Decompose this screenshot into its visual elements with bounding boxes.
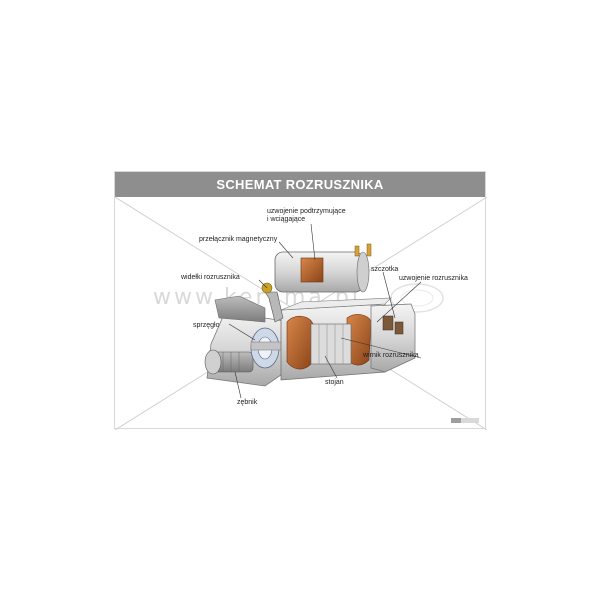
label-solenoid-windings-line1: uzwojenie podtrzymujące (267, 208, 346, 215)
solenoid-icon (274, 243, 372, 293)
pinion-gear-icon (204, 349, 254, 375)
poster-title: SCHEMAT ROZRUSZNIKA (115, 172, 485, 197)
label-pinion: zębnik (237, 399, 258, 406)
publisher-logo-icon (451, 418, 479, 423)
label-starter-fork: widełki rozrusznika (180, 274, 240, 281)
starter-motor-illustration (204, 243, 416, 387)
leader-lines (228, 223, 422, 399)
label-brush: szczotka (371, 266, 398, 273)
label-armature: wirnik rozrusznika (362, 352, 419, 359)
label-magnetic-switch: przełącznik magnetyczny (199, 236, 278, 243)
label-solenoid-windings-line2: i wciągające (267, 216, 305, 223)
armature-icon (310, 323, 352, 365)
starter-diagram: www.kerama.pl (115, 196, 487, 430)
label-stator: stojan (325, 379, 344, 386)
label-starter-winding: uzwojenie rozrusznika (399, 275, 468, 282)
brush-icon (382, 315, 404, 335)
field-winding-icon (286, 314, 372, 370)
poster: SCHEMAT ROZRUSZNIKA www.kerama.pl (114, 171, 487, 430)
label-clutch: sprzęgło (193, 322, 220, 329)
